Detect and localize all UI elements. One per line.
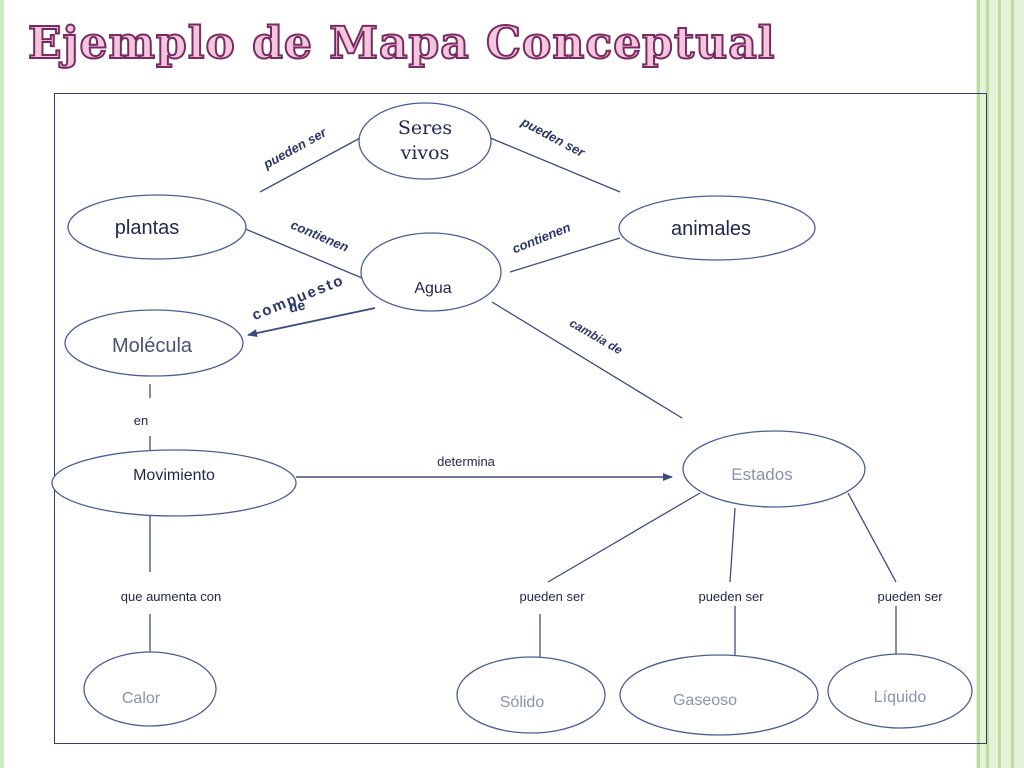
node-liquido-label: Líquido [874, 689, 927, 706]
link-label-pueden-ser-left: pueden ser [260, 124, 330, 172]
link-agua-estados [491, 301, 683, 419]
node-movimiento-shape [51, 449, 297, 517]
side-border-line-4 [1011, 0, 1014, 768]
node-agua-label: Agua [414, 280, 451, 297]
node-seres-vivos-shape [358, 102, 492, 180]
link-seres-plantas [259, 136, 363, 193]
link-label-contienen-left: contienen [289, 217, 351, 255]
node-liquido-shape [827, 653, 973, 729]
node-seres-vivos-label-1: Seres [398, 117, 452, 139]
side-border-line-3 [998, 0, 1001, 768]
concept-map-frame [54, 93, 987, 744]
link-label-de: de [287, 297, 307, 316]
node-solido-shape [456, 656, 606, 734]
node-gaseoso-label: Gaseoso [673, 692, 737, 709]
node-seres-vivos-label-2: vivos [400, 142, 450, 164]
link-label-en: en [134, 413, 148, 428]
link-estados-label-gaseoso [729, 507, 736, 583]
node-estados-shape [682, 430, 866, 508]
node-molecula-label: Molécula [112, 335, 193, 357]
side-border-line-1 [977, 0, 980, 768]
link-label-determina: determina [437, 454, 496, 469]
arrow-agua-molecula [247, 307, 376, 338]
link-animales-agua [509, 237, 621, 273]
side-border-line-2 [986, 0, 989, 768]
node-gaseoso-shape [619, 654, 819, 736]
link-label-pueden-ser-solido: pueden ser [519, 589, 585, 604]
link-label-contienen-right: contienen [510, 219, 573, 256]
node-plantas-shape [67, 194, 247, 260]
node-animales-label: animales [671, 218, 751, 240]
link-label-cambia-de: cambia de [567, 316, 625, 358]
link-label-que-aumenta-con: que aumenta con [121, 589, 221, 604]
node-movimiento-label: Movimiento [133, 467, 215, 484]
node-plantas-label: plantas [115, 217, 180, 239]
left-border-line [0, 0, 4, 768]
node-molecula-shape [64, 309, 244, 377]
node-estados-label: Estados [731, 465, 792, 484]
node-animales-shape [618, 195, 816, 261]
link-label-pueden-ser-liquido: pueden ser [877, 589, 943, 604]
node-calor-label: Calor [122, 690, 161, 707]
link-seres-animales [487, 136, 621, 193]
node-solido-label: Sólido [500, 694, 545, 711]
link-estados-label-liquido [847, 492, 897, 583]
slide-title: Ejemplo de Mapa Conceptual [27, 18, 776, 69]
link-label-pueden-ser-gaseoso: pueden ser [698, 589, 764, 604]
link-plantas-agua [242, 227, 363, 279]
link-estados-label-solido [547, 492, 701, 583]
node-agua-shape [360, 232, 502, 312]
node-calor-shape [83, 651, 217, 727]
